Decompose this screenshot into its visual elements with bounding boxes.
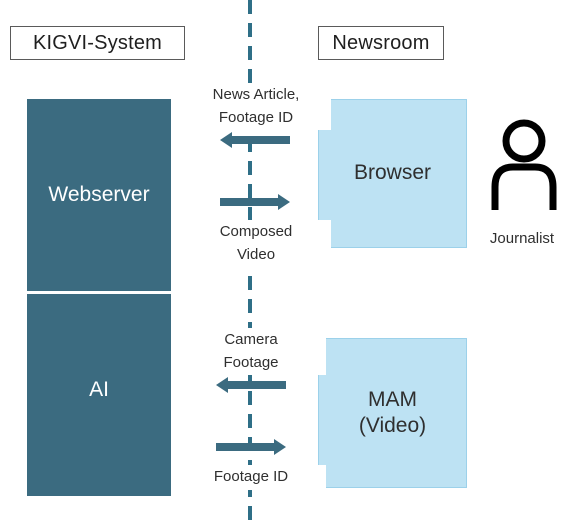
arrow-left-to-ai [216, 377, 286, 393]
newsroom-title-text: Newsroom [332, 31, 430, 54]
browser-label: Browser [353, 161, 432, 185]
webserver-label: Webserver [48, 183, 150, 206]
kigvi-system-title-text: KIGVI-System [32, 31, 163, 54]
camera-footage-label: Camera Footage [176, 328, 326, 375]
newsroom-title: Newsroom [318, 26, 444, 60]
arrow-right-to-mam [216, 439, 286, 455]
footage-id-label: Footage ID [176, 465, 326, 490]
kigvi-system-title: KIGVI-System [10, 26, 185, 60]
browser-box: Browser [318, 99, 467, 248]
person-icon [491, 119, 557, 210]
arrow-right-to-browser [220, 194, 290, 210]
journalist-label: Journalist [489, 230, 555, 247]
arrow-left-to-webserver [220, 132, 290, 148]
panel-separator [27, 291, 171, 294]
mam-video-label: MAM (Video) [358, 387, 427, 437]
news-article-footage-id-label: News Article, Footage ID [181, 83, 331, 130]
ai-label: AI [89, 378, 109, 401]
composed-video-label: Composed Video [181, 220, 331, 267]
kigvi-panel: Webserver AI [27, 99, 171, 496]
mam-video-box: MAM (Video) [318, 338, 467, 488]
